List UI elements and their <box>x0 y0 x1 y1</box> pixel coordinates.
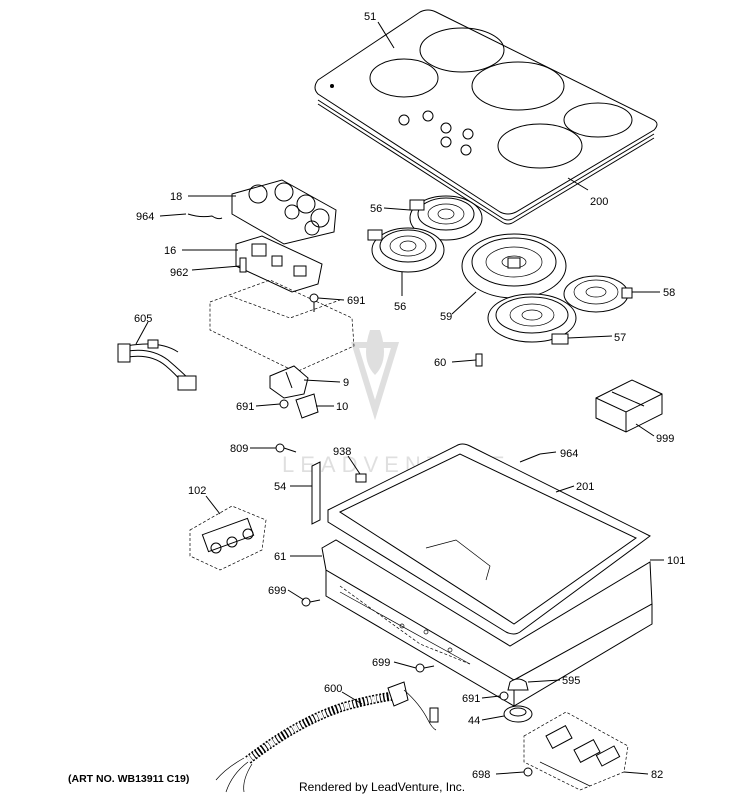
callout-201: 201 <box>576 481 594 493</box>
part-101-cooktop-frame <box>339 585 471 665</box>
part-10-bracket[interactable] <box>295 393 319 419</box>
callout-9: 9 <box>343 377 349 389</box>
part-82-control-board-assembly[interactable] <box>523 711 629 791</box>
part-964-sensor-wire-b[interactable] <box>519 453 541 463</box>
callout-60: 60 <box>434 357 446 369</box>
callout-691-lower: 691 <box>462 693 480 705</box>
callout-59: 59 <box>440 311 452 323</box>
part-691-screw-a[interactable] <box>309 293 319 312</box>
part-698-screw[interactable] <box>523 767 533 777</box>
callout-698: 698 <box>472 769 490 781</box>
callout-44: 44 <box>468 715 480 727</box>
callout-964-lower: 964 <box>560 448 578 460</box>
callout-200: 200 <box>590 196 608 208</box>
part-200-cooktop-seal[interactable] <box>317 99 655 225</box>
part-44-strain-relief-bushing[interactable] <box>503 705 533 723</box>
part-999-kit-box[interactable] <box>595 379 663 433</box>
part-16-relay-board[interactable] <box>235 235 323 293</box>
part-102-terminal-block[interactable] <box>189 505 267 571</box>
part-691-screw-c[interactable] <box>499 691 509 701</box>
leader-lines <box>135 21 664 775</box>
callout-16: 16 <box>164 245 176 257</box>
part-600-power-cord-conduit[interactable] <box>215 681 439 793</box>
callout-56-front: 56 <box>394 301 406 313</box>
callout-82: 82 <box>651 769 663 781</box>
part-56-surface-element-front[interactable] <box>367 227 445 273</box>
rendered-by-credit: Rendered by LeadVenture, Inc. <box>299 780 466 794</box>
control-mounting-bracket <box>209 279 355 373</box>
part-938-clip[interactable] <box>355 473 367 483</box>
callout-18: 18 <box>170 191 182 203</box>
callout-809: 809 <box>230 443 248 455</box>
callout-102: 102 <box>188 485 206 497</box>
part-60-limiter[interactable] <box>475 353 483 367</box>
part-56-surface-element-rear[interactable] <box>409 195 483 241</box>
callout-56-rear: 56 <box>370 203 382 215</box>
callout-51: 51 <box>364 11 376 23</box>
part-57-bridge-surface-element[interactable] <box>487 293 577 345</box>
callout-962: 962 <box>170 267 188 279</box>
callout-58: 58 <box>663 287 675 299</box>
callout-61: 61 <box>274 551 286 563</box>
callout-938: 938 <box>333 446 351 458</box>
part-699-screw-a[interactable] <box>301 597 321 607</box>
part-595-cord-clamp[interactable] <box>507 678 529 691</box>
art-number: (ART NO. WB13911 C19) <box>68 773 190 785</box>
callout-691-upper: 691 <box>347 295 365 307</box>
callout-964-upper: 964 <box>136 211 154 223</box>
part-59-dual-surface-element[interactable] <box>461 233 567 299</box>
part-54-bracket[interactable] <box>311 461 321 525</box>
callout-999: 999 <box>656 433 674 445</box>
part-201-insulation-tray[interactable] <box>327 443 651 635</box>
part-809-screw[interactable] <box>275 443 297 453</box>
part-58-surface-element-right[interactable] <box>563 275 633 313</box>
callout-699-lower: 699 <box>372 657 390 669</box>
callout-101: 101 <box>667 555 685 567</box>
part-699-screw-b[interactable] <box>415 663 435 673</box>
callout-595: 595 <box>562 675 580 687</box>
callout-605: 605 <box>134 313 152 325</box>
part-964-sensor-wire[interactable] <box>187 213 223 220</box>
part-691-screw-b[interactable] <box>279 399 289 409</box>
part-962-spacer[interactable] <box>239 257 247 273</box>
part-18-touch-control-board[interactable] <box>231 179 337 245</box>
part-605-wire-harness[interactable] <box>117 339 197 391</box>
part-9-bracket[interactable] <box>269 365 309 399</box>
part-51-glass-cooktop[interactable] <box>314 9 658 215</box>
callout-10: 10 <box>336 401 348 413</box>
callout-54: 54 <box>274 481 286 493</box>
callout-600: 600 <box>324 683 342 695</box>
callout-691-middle: 691 <box>236 401 254 413</box>
callout-labels: 51 200 18 964 16 962 691 605 9 691 10 56… <box>134 11 685 781</box>
callout-699-upper: 699 <box>268 585 286 597</box>
callout-57: 57 <box>614 332 626 344</box>
